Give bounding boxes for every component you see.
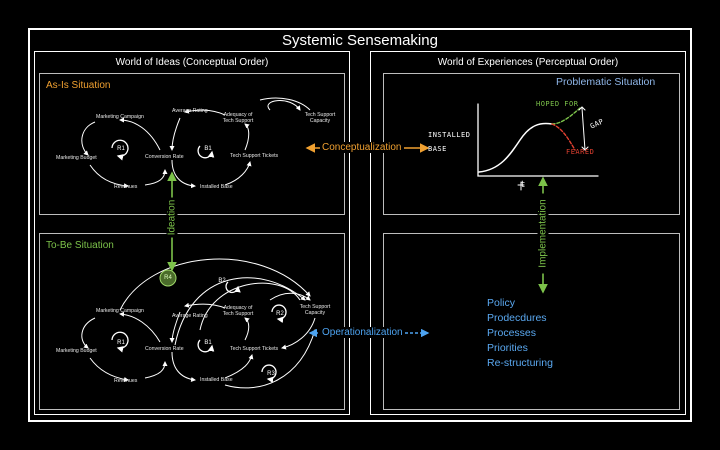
as-is-average-rating: Average Rating [172,108,208,114]
as-is-conversion-rate: Conversion Rate [145,154,184,160]
action-priorities: Priorities [487,342,528,354]
as-is-loop-b1: B1 [204,146,212,152]
as-is-revenues: Revenues [114,184,138,190]
x-axis-label: t [520,180,526,190]
action-restructuring: Re-structuring [487,357,553,369]
as-is-title: As-Is Situation [46,80,111,91]
action-policy: Policy [487,297,516,309]
world-of-ideas-panel [34,51,350,415]
to-be-loop-arrows [111,281,287,383]
implementation-label: Implementation [537,193,549,274]
world-of-experiences-title: World of Experiences (Perceptual Order) [437,57,619,68]
action-processes: Processes [487,327,537,339]
to-be-revenues: Revenues [114,378,138,384]
problematic-title: Problematic Situation [556,76,656,88]
to-be-title: To-Be Situation [46,240,114,251]
actions-box [383,233,680,410]
y-label-installed: INSTALLED [428,131,471,139]
as-is-adequacy: Adequacy of Tech Support [222,112,254,124]
to-be-tech-support-capacity: Tech Support Capacity [299,304,331,316]
as-is-loop-r1: R1 [117,146,125,152]
as-is-loop-arrows [111,139,215,161]
world-of-ideas-title: World of Ideas (Conceptual Order) [115,57,269,68]
y-label-base: BASE [428,145,447,153]
conceptualization-label: Conceptualization [320,142,404,153]
to-be-adequacy: Adequacy of Tech Support [222,305,254,317]
action-procedures: Prodecdures [487,312,547,324]
to-be-loop-r3: R3 [267,371,275,377]
to-be-installed-base: Installed Base [200,377,233,383]
as-is-marketing-budget: Marketing Budget [56,155,97,161]
as-is-marketing-campaign: Marketing Campaign [96,114,144,120]
ideation-label: Ideation [166,197,178,238]
to-be-loop-b1: B1 [204,340,212,346]
to-be-marketing-budget: Marketing Budget [56,348,97,354]
to-be-loop-r1: R1 [117,340,125,346]
operationalization-label: Operationalization [320,327,405,338]
to-be-links [81,258,317,389]
to-be-box [39,233,345,410]
page-title: Systemic Sensemaking [282,32,438,49]
to-be-tech-support-tickets: Tech Support Tickets [230,346,279,352]
to-be-loop-r4: R4 [164,275,172,281]
to-be-loop-r2: R2 [276,311,284,317]
hoped-for-label: HOPED FOR [536,100,579,108]
outer-frame [28,28,692,422]
to-be-marketing-campaign: Marketing Campaign [96,308,144,314]
as-is-installed-base: Installed Base [200,184,233,190]
as-is-tech-support-tickets: Tech Support Tickets [230,153,279,159]
as-is-tech-support-capacity: Tech Support Capacity [304,112,336,124]
as-is-links [81,97,311,189]
to-be-conversion-rate: Conversion Rate [145,346,184,352]
feared-label: FEARED [566,148,595,156]
world-of-experiences-panel [370,51,686,415]
to-be-loop-b2: B2 [218,278,226,284]
to-be-average-rating: Average Rating [172,313,208,319]
installed-base-graph [477,103,599,191]
